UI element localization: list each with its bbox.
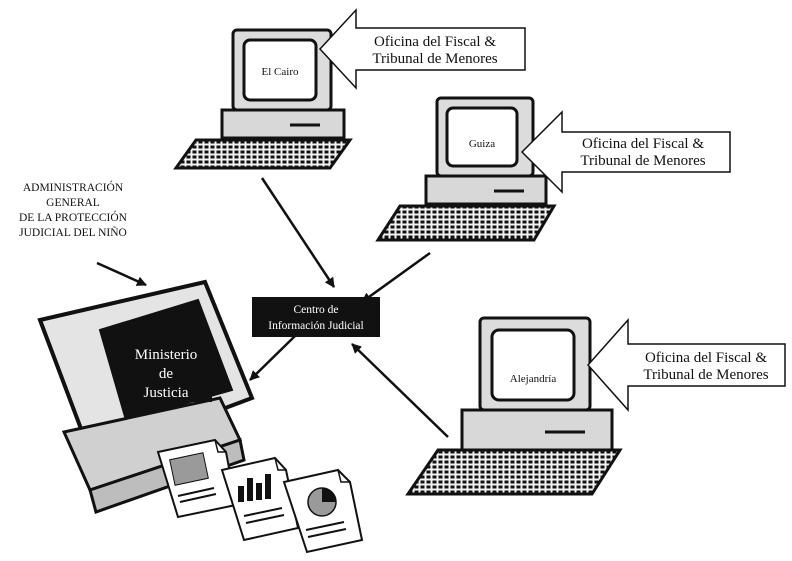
document-bar-chart-report — [220, 456, 300, 542]
keyboard — [405, 448, 623, 496]
arrow-guiza-to-hub — [361, 251, 431, 304]
hub-line-1: Centro de — [293, 304, 338, 316]
callout-arrow-shape — [586, 318, 786, 412]
admin-line-2: GENERAL — [46, 197, 100, 209]
arrow-alejandria-to-hub — [351, 343, 449, 438]
ministry-line-2: de — [159, 366, 174, 382]
callout-line-1: Oficina del Fiscal & — [582, 136, 704, 152]
document-pie-chart-report — [282, 468, 364, 554]
document-map-report — [156, 438, 238, 519]
monitor-base — [220, 108, 346, 140]
callout-arrow-shape — [318, 8, 526, 90]
callout-line-1: Oficina del Fiscal & — [645, 350, 767, 366]
terminal-alejandria: Alejandría — [405, 316, 623, 496]
callout-line-2: Tribunal de Menores — [643, 367, 768, 383]
report-documents — [156, 438, 364, 554]
terminal-guiza: Guiza — [375, 96, 557, 242]
monitor-screen — [445, 106, 519, 168]
callout-guiza: Oficina del Fiscal & Tribunal de Menores — [520, 110, 731, 194]
admin-line-1: ADMINISTRACIÓN — [23, 180, 124, 194]
arrow-admin-to-ministry — [96, 261, 147, 287]
arrow-hub-to-ministry — [249, 335, 296, 381]
ministry-line-3: Justicia — [144, 385, 189, 401]
admin-line-3: DE LA PROTECCIÓN — [19, 210, 128, 224]
admin-line-4: JUDICIAL DEL NIÑO — [19, 225, 127, 239]
keyboard — [173, 138, 353, 170]
callout-alejandria: Oficina del Fiscal & Tribunal de Menores — [586, 318, 786, 412]
callout-arrow-shape — [520, 110, 731, 194]
hub-line-2: Información Judicial — [268, 320, 363, 332]
monitor-screen — [242, 38, 318, 102]
monitor-base — [460, 408, 614, 452]
ministry-line-1: Ministerio — [135, 347, 198, 363]
admin-label: ADMINISTRACIÓN GENERAL DE LA PROTECCIÓN … — [19, 180, 128, 239]
monitor-screen — [490, 328, 576, 402]
terminal-label-alejandria: Alejandría — [510, 373, 557, 385]
callout-line-2: Tribunal de Menores — [580, 153, 705, 169]
arrow-cairo-to-hub — [260, 177, 336, 288]
terminal-label-cairo: El Cairo — [262, 66, 299, 78]
ministry-label-box — [120, 342, 212, 402]
connection-arrows — [96, 177, 449, 438]
monitor-base — [424, 174, 548, 206]
keyboard — [375, 204, 557, 242]
callout-line-1: Oficina del Fiscal & — [374, 34, 496, 50]
callout-line-2: Tribunal de Menores — [372, 51, 497, 67]
hub-box — [252, 297, 380, 337]
terminal-label-guiza: Guiza — [469, 138, 495, 150]
terminal-cairo: El Cairo — [173, 28, 353, 170]
callout-cairo: Oficina del Fiscal & Tribunal de Menores — [318, 8, 526, 90]
hub-centro-informacion-judicial: Centro de Información Judicial — [252, 297, 380, 337]
